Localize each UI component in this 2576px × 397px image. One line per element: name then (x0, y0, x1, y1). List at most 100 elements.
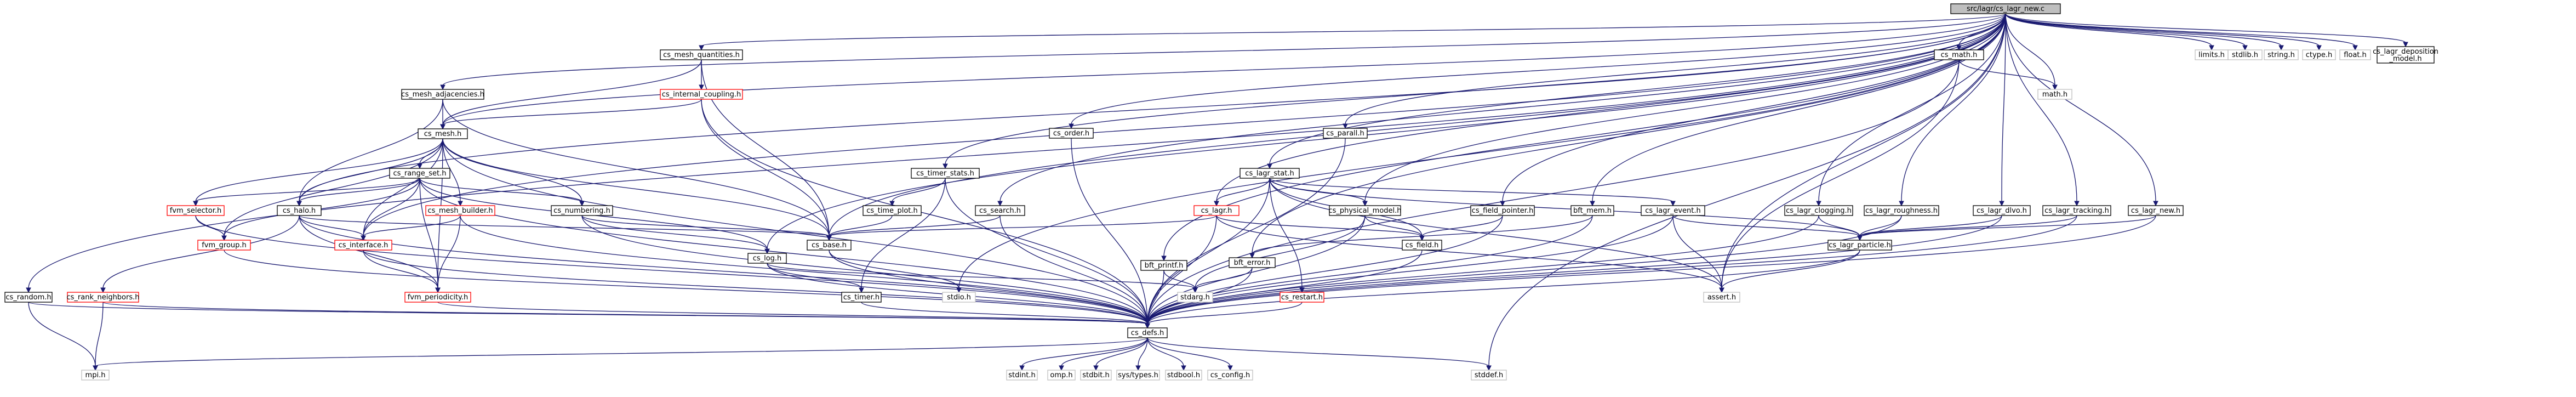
node-label: cs_lagr_new.h (2131, 207, 2180, 215)
edge-root-to-lagr_roughness (1899, 13, 2006, 207)
node-label: cs_lagr_clogging.h (1786, 207, 1852, 215)
edge-halo-to-interface (299, 215, 366, 241)
edge-root-to-lagr (1214, 13, 2006, 207)
edge-defs-to-omp (1059, 337, 1148, 371)
node-random[interactable]: cs_random.h (4, 292, 53, 303)
node-lagr-event[interactable]: cs_lagr_event.h (1641, 205, 1705, 216)
node-mesh-quantities[interactable]: cs_mesh_quantities.h (660, 49, 743, 60)
edge-range_set-to-fvm_selector (193, 178, 420, 207)
node-label: cs_lagr_tracking.h (2044, 207, 2109, 215)
node-stdbit: stdbit.h (1080, 370, 1112, 381)
node-label: cs_lagr_dlvo.h (1977, 207, 2027, 215)
node-label: cs_order.h (1053, 129, 1089, 138)
node-label: string.h (2267, 51, 2295, 59)
node-stddef: stddef.h (1471, 370, 1507, 381)
edge-lagr_stat-to-lagr (1214, 178, 1270, 207)
node-field[interactable]: cs_field.h (1402, 240, 1442, 251)
node-label: omp.h (1050, 371, 1072, 379)
edge-root-to-lagr_stat (1267, 13, 2006, 169)
node-label: stdbool.h (1167, 371, 1200, 379)
node-lagr-stat[interactable]: cs_lagr_stat.h (1240, 168, 1300, 179)
edge-root-to-log (764, 13, 2006, 254)
node-label: cs_lagr_deposition (2373, 48, 2438, 56)
node-time-plot[interactable]: cs_time_plot.h (863, 205, 922, 216)
node-field-pointer[interactable]: cs_field_pointer.h (1470, 205, 1535, 216)
node-search[interactable]: cs_search.h (975, 205, 1025, 216)
node-fvm-periodicity[interactable]: fvm_periodicity.h (404, 292, 471, 303)
node-timer-stats[interactable]: cs_timer_stats.h (911, 168, 980, 179)
node-rank-neighbors[interactable]: cs_rank_neighbors.h (66, 292, 140, 303)
node-base[interactable]: cs_base.h (807, 240, 852, 251)
node-stdarg: stdarg.h (1177, 292, 1213, 303)
node-bft-mem[interactable]: bft_mem.h (1570, 205, 1614, 216)
node-fvm-group[interactable]: fvm_group.h (197, 240, 251, 251)
node-lagr-dlvo[interactable]: cs_lagr_dlvo.h (1973, 205, 2031, 216)
node-fvm-selector[interactable]: fvm_selector.h (167, 205, 225, 216)
node-parall[interactable]: cs_parall.h (1323, 128, 1368, 139)
node-mesh[interactable]: cs_mesh.h (418, 128, 468, 139)
node-stdint: stdint.h (1006, 370, 1038, 381)
node-label: cs_range_set.h (393, 169, 447, 178)
edge-log-to-timer (767, 263, 864, 293)
edge-lagr_new-to-defs (1145, 215, 2156, 329)
node-range-set[interactable]: cs_range_set.h (389, 168, 450, 179)
edge-random-to-mpi (28, 302, 98, 371)
node-defs[interactable]: cs_defs.h (1127, 327, 1168, 338)
edge-mesh-to-base (442, 138, 832, 241)
edge-defs-to-stdint (1019, 337, 1148, 371)
node-label: cs_defs.h (1131, 329, 1164, 337)
node-bft-printf[interactable]: bft_printf.h (1140, 260, 1187, 271)
edge-root-to-physical_model (1362, 13, 2006, 207)
node-root[interactable]: src/lagr/cs_lagr_new.c (1950, 3, 2061, 14)
node-label: src/lagr/cs_lagr_new.c (1967, 5, 2044, 13)
node-label: cs_mesh.h (424, 130, 461, 138)
node-lagr-new[interactable]: cs_lagr_new.h (2128, 205, 2184, 216)
node-label: cs_mesh_builder.h (427, 207, 493, 215)
edge-defs-to-systypes (1135, 337, 1148, 371)
edge-internal_coupling-to-mesh (440, 99, 702, 130)
node-physical-model[interactable]: cs_physical_model.h (1328, 205, 1402, 216)
node-bft-error[interactable]: bft_error.h (1229, 257, 1276, 268)
node-label: cs_mesh_adjacencies.h (401, 90, 484, 99)
node-deposition[interactable]: cs_lagr_deposition_model.h (2373, 46, 2438, 64)
edge-lagr_clogging-to-lagr_particle (1818, 215, 1863, 241)
node-timer[interactable]: cs_timer.h (841, 292, 882, 303)
node-lagr-tracking[interactable]: cs_lagr_tracking.h (2042, 205, 2111, 216)
edge-rank_neighbors-to-mpi (93, 302, 104, 371)
node-label: stdio.h (947, 293, 971, 302)
node-label: bft_printf.h (1145, 262, 1184, 270)
edge-lagr_particle-to-assert (1719, 249, 1860, 293)
node-label: cs_log.h (753, 254, 782, 263)
node-log[interactable]: cs_log.h (747, 253, 787, 264)
node-mesh-adjacencies[interactable]: cs_mesh_adjacencies.h (401, 89, 484, 100)
node-label: stdarg.h (1180, 293, 1210, 302)
edge-lagr_roughness-to-lagr_particle (1857, 215, 1902, 241)
node-interface[interactable]: cs_interface.h (334, 240, 392, 251)
node-math[interactable]: cs_math.h (1934, 49, 1984, 60)
node-lagr-particle[interactable]: cs_lagr_particle.h (1827, 240, 1892, 251)
edge-range_set-to-halo (296, 178, 420, 207)
node-restart[interactable]: cs_restart.h (1280, 292, 1324, 303)
node-lagr[interactable]: cs_lagr.h (1193, 205, 1240, 216)
edge-mesh-to-range_set (417, 138, 443, 169)
edge-math-to-mathh (1958, 59, 2058, 90)
node-internal-coupling[interactable]: cs_internal_coupling.h (660, 89, 743, 100)
node-stdlib: stdlib.h (2227, 49, 2263, 60)
node-order[interactable]: cs_order.h (1049, 128, 1094, 139)
node-lagr-roughness[interactable]: cs_lagr_roughness.h (1864, 205, 1939, 216)
node-halo[interactable]: cs_halo.h (277, 205, 322, 216)
node-numbering[interactable]: cs_numbering.h (551, 205, 613, 216)
edge-defs-to-stdbool (1147, 337, 1186, 371)
edge-mesh_builder-to-interface (361, 215, 461, 241)
node-label: cs_search.h (979, 207, 1021, 215)
edge-restart-to-defs (1145, 302, 1303, 329)
node-label: assert.h (1707, 293, 1736, 302)
edge-root-to-stdlib (2005, 13, 2248, 51)
node-label: fvm_group.h (202, 241, 247, 249)
edge-mesh_adjacencies-to-halo (296, 99, 443, 207)
node-label: cs_internal_coupling.h (662, 90, 741, 99)
edge-root-to-float (2005, 13, 2358, 51)
node-mesh-builder[interactable]: cs_mesh_builder.h (425, 205, 495, 216)
node-lagr-clogging[interactable]: cs_lagr_clogging.h (1784, 205, 1853, 216)
